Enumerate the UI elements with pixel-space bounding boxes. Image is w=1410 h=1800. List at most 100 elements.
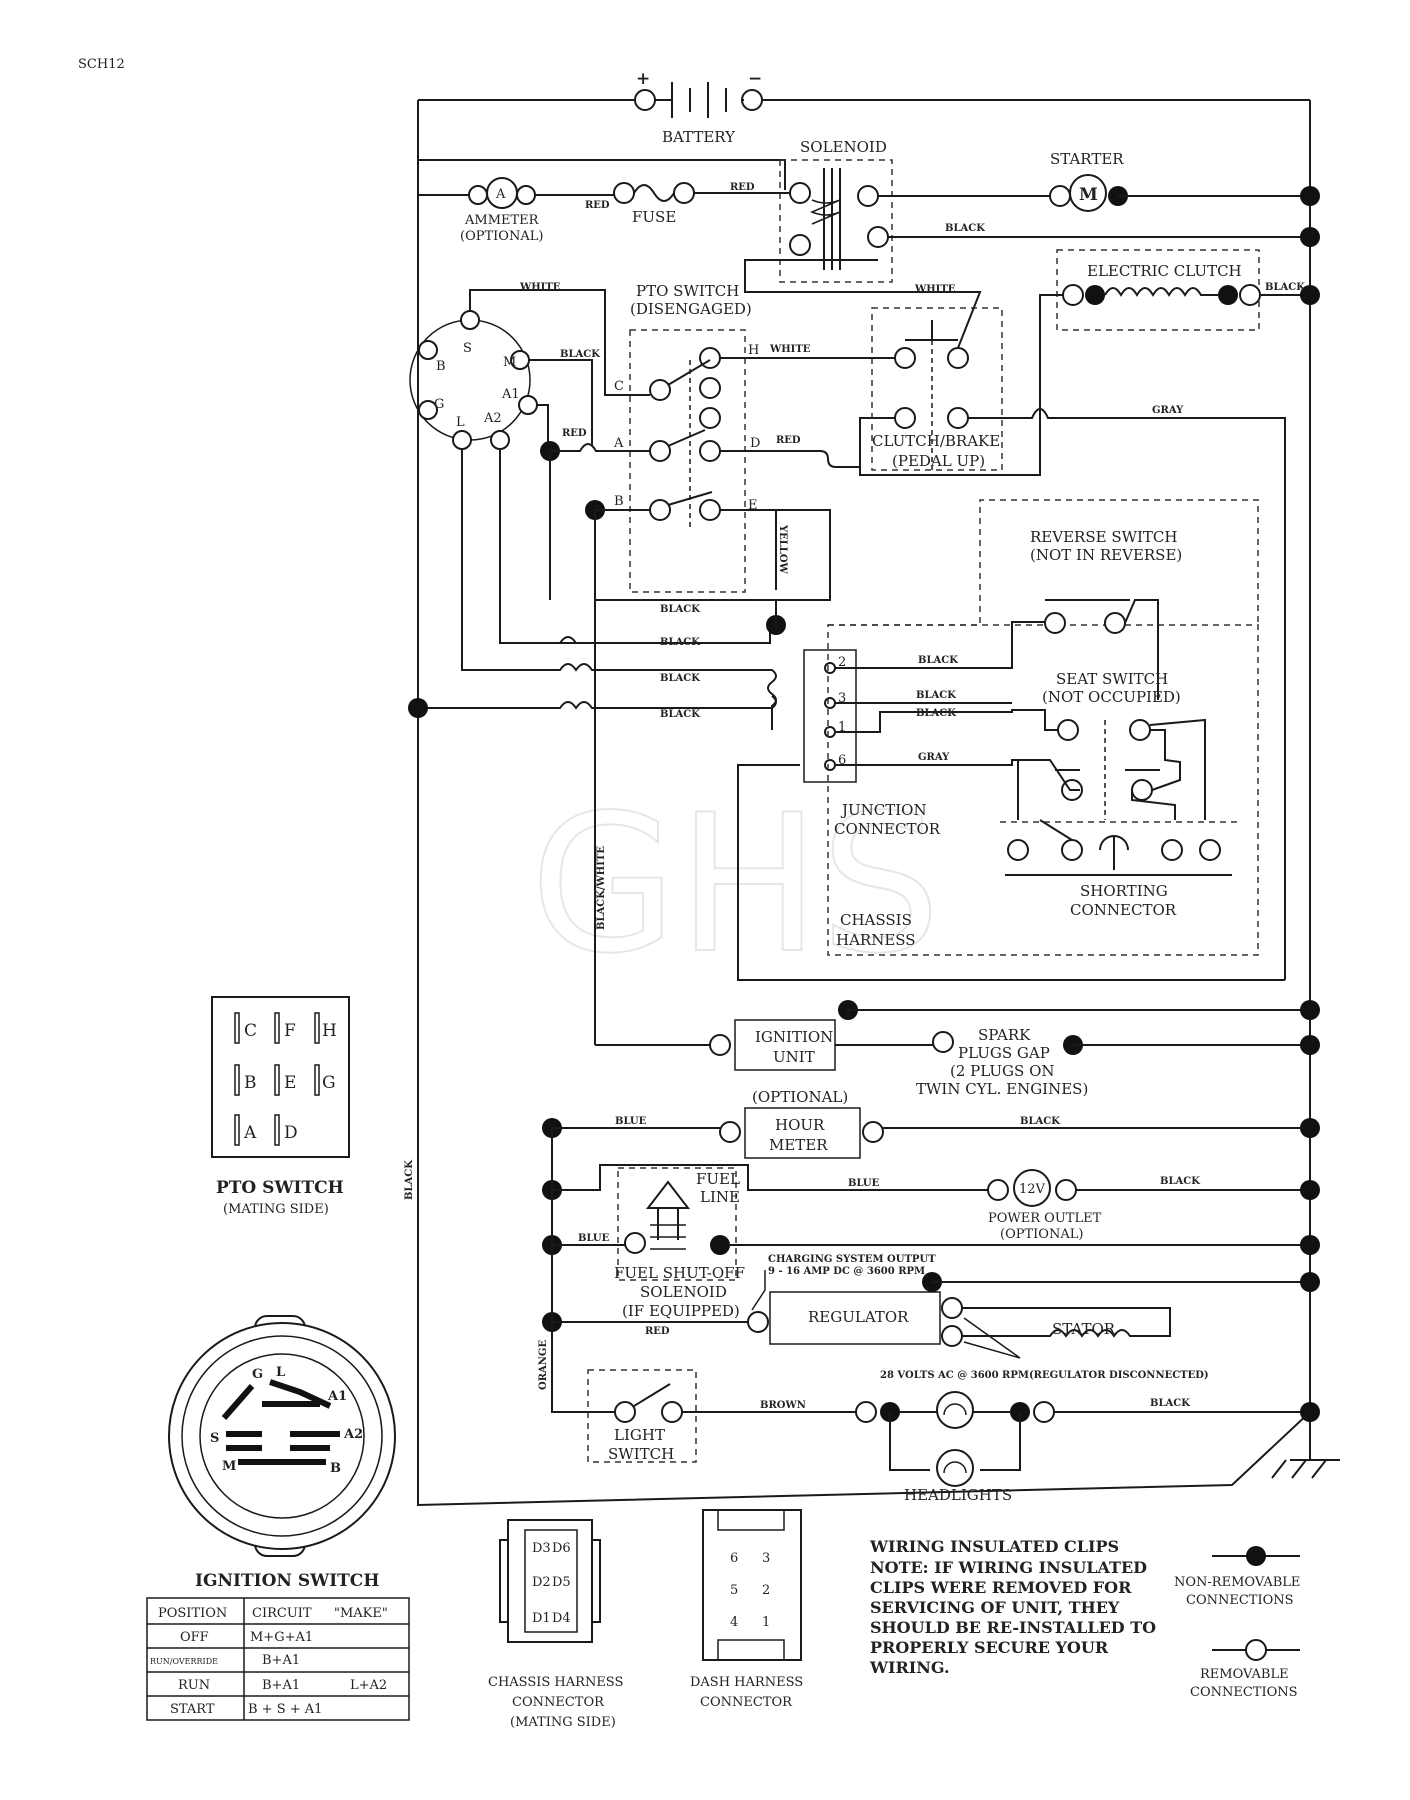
light-switch-label: LIGHT — [614, 1426, 665, 1444]
solenoid-label: SOLENOID — [800, 138, 887, 156]
pto-terminal-H: H — [748, 343, 759, 358]
hour-meter: BLUE (OPTIONAL) HOUR METER BLACK — [542, 1088, 1320, 1159]
table-cell: START — [170, 1702, 215, 1717]
chassis-pin: D1 — [532, 1611, 551, 1626]
wire-label-black: BLACK — [560, 349, 600, 360]
table-cell: RUN/OVERRIDE — [150, 1657, 218, 1666]
wire-label-red: RED — [562, 428, 587, 439]
ignition-switch-schematic: S B M G L A2 A1 — [409, 310, 538, 450]
note-line: PROPERLY SECURE YOUR — [870, 1638, 1109, 1657]
wire-label-black: BLACK — [1160, 1176, 1200, 1187]
outlet-symbol: 12V — [1019, 1182, 1046, 1197]
wire-label-orange: ORANGE — [538, 1340, 549, 1390]
dash-harness-connector: 6 5 4 3 2 1 DASH HARNESS CONNECTOR — [690, 1509, 803, 1710]
terminal-S: S — [463, 341, 472, 356]
dash-pin: 3 — [762, 1551, 770, 1566]
note-line: WIRING. — [869, 1658, 950, 1677]
hour-meter-label-2: METER — [769, 1136, 828, 1154]
table-cell: L+A2 — [350, 1678, 387, 1693]
wire-label-red: RED — [585, 200, 610, 211]
starter-motor: M STARTER — [878, 150, 1320, 212]
table-header: "MAKE" — [334, 1606, 388, 1621]
pto-pin-G: G — [322, 1073, 336, 1093]
pto-pin-C: C — [244, 1021, 257, 1041]
dash-pin: 1 — [762, 1615, 770, 1630]
seat-switch: SEAT SWITCH (NOT OCCUPIED) — [1017, 670, 1206, 820]
chassis-pin: D2 — [532, 1575, 551, 1590]
terminal-L: L — [456, 415, 465, 430]
legend: NON-REMOVABLE CONNECTIONS REMOVABLE CONN… — [1174, 1546, 1300, 1700]
wire-label-black: BLACK — [660, 604, 700, 615]
stator-label: STATOR — [1052, 1320, 1116, 1338]
ignition-unit-label: IGNITION — [755, 1028, 833, 1046]
charging-label: CHARGING SYSTEM OUTPUT — [768, 1254, 936, 1265]
battery: + − BATTERY — [418, 69, 1310, 146]
battery-negative: − — [748, 69, 762, 89]
dash-connector-label-2: CONNECTOR — [700, 1695, 793, 1710]
pto-mating-title: PTO SWITCH — [216, 1178, 344, 1198]
clutch-brake-state: (PEDAL UP) — [892, 452, 985, 470]
wire-label-brown: BROWN — [760, 1400, 806, 1411]
junction-connector: 2 3 1 6 JUNCTION CONNECTOR — [803, 649, 941, 838]
seat-switch-label: SEAT SWITCH — [1056, 670, 1168, 688]
wire-label-blue: BLUE — [615, 1116, 647, 1127]
wiring-note: WIRING INSULATED CLIPS NOTE: IF WIRING I… — [869, 1537, 1156, 1677]
wire-label-black: BLACK — [404, 1160, 415, 1200]
charging-spec: 9 - 16 AMP DC @ 3600 RPM — [768, 1266, 925, 1277]
wire-label-black: BLACK — [945, 223, 985, 234]
pto-pin-E: E — [284, 1073, 296, 1093]
starter-symbol: M — [1079, 185, 1098, 205]
sheet-id: SCH12 — [78, 57, 125, 72]
legend-removable-symbol — [1245, 1639, 1267, 1661]
junction-label-2: CONNECTOR — [834, 820, 941, 838]
fuel-line-label-2: LINE — [700, 1188, 740, 1206]
wire-label-black: BLACK — [918, 655, 958, 666]
chassis-pin: D6 — [552, 1541, 571, 1556]
spark-label-3: (2 PLUGS ON — [950, 1062, 1055, 1080]
chassis-pin: D4 — [552, 1611, 571, 1626]
regulator: CHARGING SYSTEM OUTPUT 9 - 16 AMP DC @ 3… — [542, 1254, 1320, 1347]
pto-pin-F: F — [284, 1021, 296, 1041]
starter-label: STARTER — [1050, 150, 1124, 168]
wire-label-black: BLACK — [660, 637, 700, 648]
ign-pin-L: L — [276, 1365, 285, 1380]
clutch-brake-label: CLUTCH/BRAKE — [872, 432, 1000, 450]
chassis-connector-label-3: (MATING SIDE) — [510, 1715, 616, 1730]
wire-label-black: BLACK — [916, 690, 956, 701]
headlights-label: HEADLIGHTS — [904, 1486, 1012, 1504]
chassis-harness-connector: D3 D2 D1 D6 D5 D4 CHASSIS HARNESS CONNEC… — [488, 1519, 623, 1730]
table-cell: B+A1 — [262, 1653, 300, 1668]
terminal-M: M — [503, 355, 516, 370]
ign-pin-M: M — [222, 1459, 236, 1474]
pto-pin-A: A — [243, 1123, 257, 1143]
headlights: BLACK HEADLIGHTS — [855, 1391, 1320, 1504]
chassis-pin: D3 — [532, 1541, 551, 1556]
power-outlet: BLUE 12V BLACK POWER OUTLET (OPTIONAL) — [542, 1164, 1320, 1242]
hour-meter-optional: (OPTIONAL) — [752, 1088, 848, 1106]
wire-label-black-white: BLACK/WHITE — [596, 846, 607, 930]
wire-label-black: BLACK — [660, 709, 700, 720]
note-line: SERVICING OF UNIT, THEY — [870, 1598, 1120, 1617]
fuel-solenoid-label-3: (IF EQUIPPED) — [622, 1302, 740, 1320]
wire-label-red: RED — [776, 435, 801, 446]
wire-label-black: BLACK — [660, 673, 700, 684]
wire-label-gray: GRAY — [918, 752, 950, 763]
pto-terminal-A: A — [613, 436, 624, 451]
reverse-switch-label: REVERSE SWITCH — [1030, 528, 1178, 546]
ignition-switch-table: POSITION CIRCUIT "MAKE" OFF M+G+A1 RUN/O… — [146, 1597, 410, 1721]
fuel-solenoid-label-2: SOLENOID — [640, 1283, 727, 1301]
jc-pin-1: 1 — [838, 720, 846, 735]
wire-label-black: BLACK — [1150, 1398, 1190, 1409]
ammeter-optional: (OPTIONAL) — [460, 229, 543, 244]
wire-label-red: RED — [645, 1326, 670, 1337]
pto-pin-D: D — [284, 1123, 298, 1143]
pto-pin-B: B — [244, 1073, 257, 1093]
table-cell: OFF — [180, 1630, 209, 1645]
ign-pin-A1: A1 — [327, 1389, 347, 1404]
shorting-label-2: CONNECTOR — [1070, 901, 1177, 919]
legend-removable: REMOVABLE — [1200, 1667, 1289, 1682]
dash-pin: 6 — [730, 1551, 738, 1566]
legend-removable-2: CONNECTIONS — [1190, 1685, 1298, 1700]
jc-pin-6: 6 — [838, 753, 846, 768]
